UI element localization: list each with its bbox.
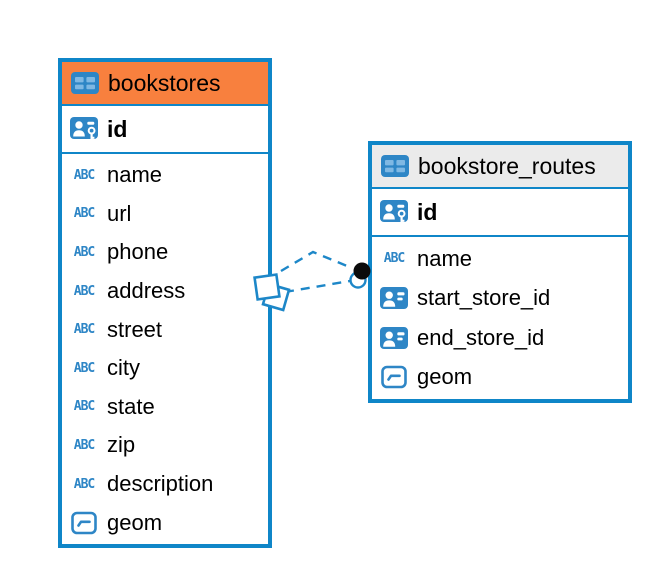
column-row-state[interactable]: ABC state xyxy=(62,388,268,427)
column-name: state xyxy=(107,393,155,419)
text-type-icon: ABC xyxy=(73,244,95,260)
column-row-name[interactable]: ABC name xyxy=(372,239,628,279)
text-type-icon: ABC xyxy=(73,206,95,222)
primary-key-icon xyxy=(70,116,98,142)
text-type-icon: ABC xyxy=(73,476,95,492)
column-row-geom[interactable]: geom xyxy=(62,503,268,542)
table-name: bookstore_routes xyxy=(418,152,596,179)
table-bookstore-routes[interactable]: bookstore_routes id ABC name start_store_i… xyxy=(368,141,632,403)
primary-key-icon xyxy=(380,199,408,225)
column-row-address[interactable]: ABC address xyxy=(62,272,268,311)
geometry-type-icon xyxy=(70,510,98,536)
table-name: bookstores xyxy=(108,69,221,96)
column-row-url[interactable]: ABC url xyxy=(62,195,268,234)
column-name: geom xyxy=(107,509,163,535)
text-type-icon: ABC xyxy=(383,251,405,267)
table-icon xyxy=(381,153,409,179)
column-name: zip xyxy=(107,432,136,458)
column-name: city xyxy=(107,355,140,381)
column-row-start_store_id[interactable]: start_store_id xyxy=(372,279,628,319)
column-row-description[interactable]: ABC description xyxy=(62,465,268,504)
column-name: phone xyxy=(107,239,169,265)
text-type-icon: ABC xyxy=(73,283,95,299)
column-row-zip[interactable]: ABC zip xyxy=(62,426,268,465)
table-header-bookstores[interactable]: bookstores xyxy=(62,62,268,106)
column-name: start_store_id xyxy=(417,285,551,311)
column-row-end_store_id[interactable]: end_store_id xyxy=(372,318,628,358)
column-name: url xyxy=(107,200,132,226)
column-name: address xyxy=(107,278,186,304)
column-row-geom[interactable]: geom xyxy=(372,358,628,398)
geometry-type-icon xyxy=(380,364,408,390)
column-name: street xyxy=(107,316,163,342)
text-type-icon: ABC xyxy=(73,437,95,453)
column-name: name xyxy=(107,162,163,188)
text-type-icon: ABC xyxy=(73,399,95,415)
relationship-line-upper xyxy=(280,250,353,273)
primary-key-row[interactable]: id xyxy=(62,106,268,154)
primary-key-row[interactable]: id xyxy=(372,189,628,237)
column-row-city[interactable]: ABC city xyxy=(62,349,268,388)
primary-key-name: id xyxy=(417,198,438,225)
column-name: description xyxy=(107,471,214,497)
table-header-bookstore-routes[interactable]: bookstore_routes xyxy=(372,145,628,189)
text-type-icon: ABC xyxy=(73,360,95,376)
reference-type-icon xyxy=(380,325,408,351)
column-name: name xyxy=(417,245,473,271)
column-row-phone[interactable]: ABC phone xyxy=(62,233,268,272)
primary-key-name: id xyxy=(107,115,128,142)
column-name: geom xyxy=(417,364,473,390)
reference-type-icon xyxy=(380,285,408,311)
column-row-name[interactable]: ABC name xyxy=(62,156,268,195)
table-icon xyxy=(71,70,99,96)
relationship-line-lower xyxy=(284,279,351,294)
text-type-icon: ABC xyxy=(73,167,95,183)
column-name: end_store_id xyxy=(417,324,545,350)
text-type-icon: ABC xyxy=(73,322,95,338)
column-row-street[interactable]: ABC street xyxy=(62,310,268,349)
